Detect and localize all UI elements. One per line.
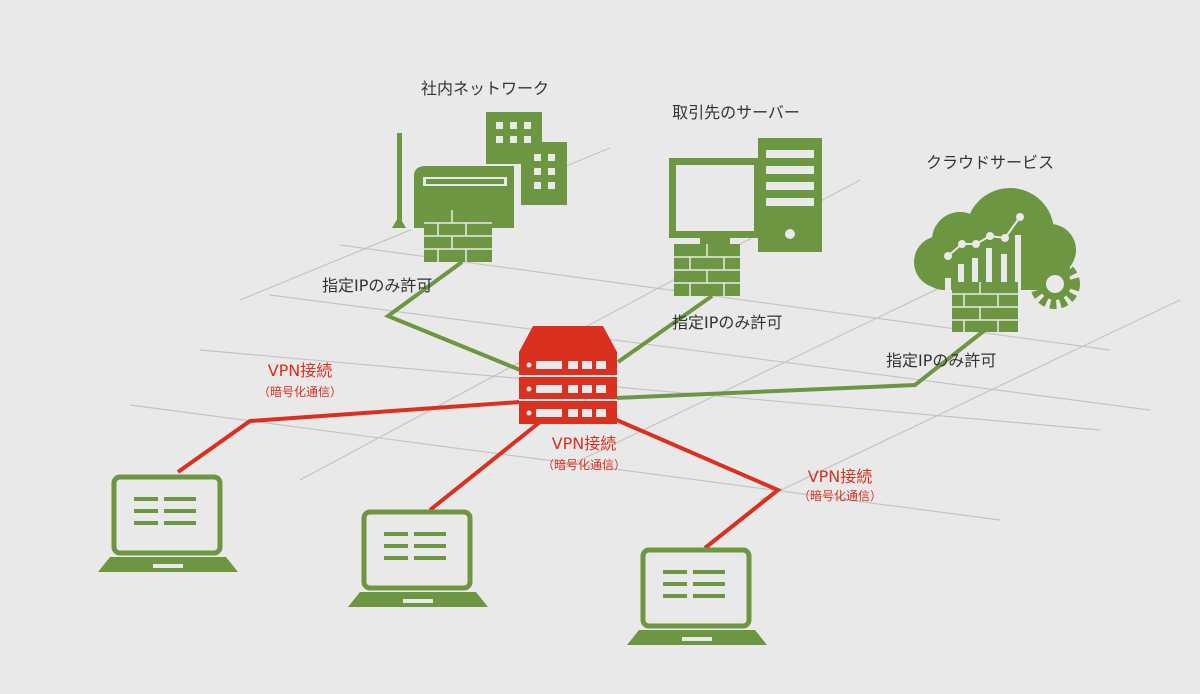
- allow-ip-label-cloud: 指定IPのみ許可: [886, 351, 996, 370]
- vpn-label: VPN接続: [808, 467, 873, 486]
- vpn-lines: [176, 400, 782, 550]
- vpn-router-icon: [519, 326, 617, 424]
- vpn-sub-label: （暗号化通信）: [258, 384, 342, 399]
- vpn-label: VPN接続: [268, 361, 333, 380]
- cloud-service-icon: [914, 188, 1080, 332]
- laptop-icon: [348, 509, 488, 607]
- vpn-sub-label: （暗号化通信）: [542, 457, 626, 472]
- internal-network-label: 社内ネットワーク: [421, 79, 549, 98]
- laptop-icon: [98, 474, 238, 572]
- allowed-ip-lines: [383, 260, 987, 400]
- laptop-icon: [627, 547, 767, 645]
- vpn-sub-label: （暗号化通信）: [798, 488, 882, 503]
- allow-ip-label-partner: 指定IPのみ許可: [672, 313, 782, 332]
- allow-ip-label-internal: 指定IPのみ許可: [322, 276, 432, 295]
- partner-server-label: 取引先のサーバー: [672, 103, 800, 122]
- vpn-label: VPN接続: [552, 434, 617, 453]
- cloud-service-label: クラウドサービス: [926, 153, 1054, 172]
- partner-server-icon: [669, 138, 822, 296]
- internal-network-icon: [392, 112, 567, 262]
